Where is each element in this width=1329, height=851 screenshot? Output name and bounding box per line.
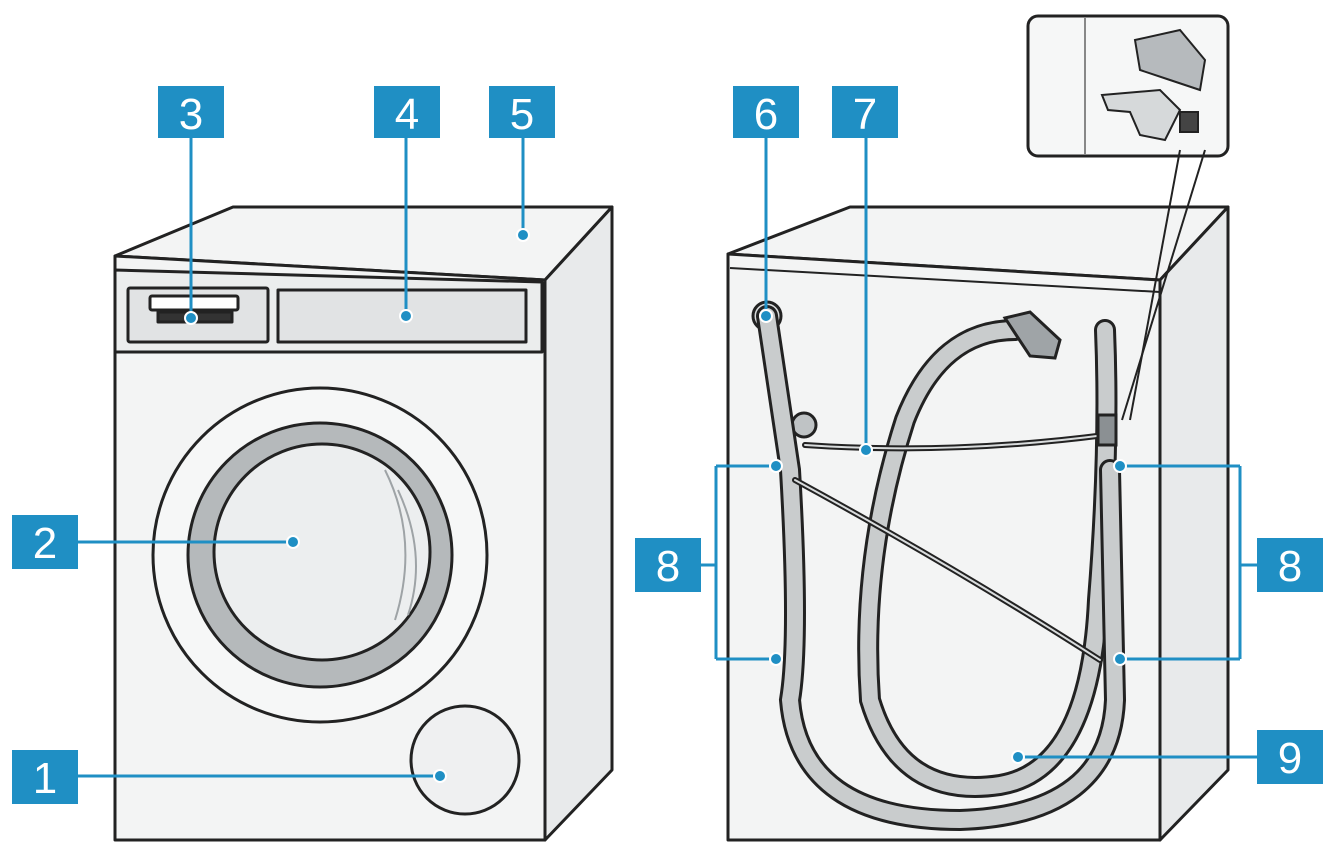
power-cable-diagonal-inner — [794, 479, 1101, 661]
dot-1 — [433, 769, 447, 783]
badge-8-right: 8 — [1257, 538, 1323, 592]
back-face — [726, 252, 1162, 842]
inset-clip — [1100, 88, 1182, 142]
drawer-handle — [148, 294, 240, 312]
leader-8-right — [1120, 464, 1258, 661]
door-glass-reflection — [384, 469, 407, 621]
inset-hose-holder — [1133, 28, 1207, 92]
door-glass-reflection-2 — [397, 489, 417, 616]
dot-5 — [516, 228, 530, 242]
dot-8b — [769, 652, 783, 666]
dot-7 — [859, 443, 873, 457]
service-flap — [409, 704, 521, 816]
badge-9: 9 — [1257, 730, 1323, 784]
dot-8d — [1113, 652, 1127, 666]
dot-9 — [1011, 750, 1025, 764]
badge-1-label: 1 — [33, 754, 57, 803]
leader-8-left — [700, 464, 776, 661]
badge-2-label: 2 — [33, 519, 57, 568]
inset-leader-right — [1121, 149, 1206, 421]
dot-6 — [759, 309, 773, 323]
inset-leader-left — [1129, 149, 1181, 421]
badge-1: 1 — [12, 750, 78, 804]
badge-8-left-label: 8 — [656, 542, 680, 591]
badge-6-label: 6 — [754, 90, 778, 139]
dot-2 — [286, 535, 300, 549]
power-plug — [1096, 413, 1118, 447]
inlet-hose — [759, 308, 1124, 829]
badge-9-label: 9 — [1278, 734, 1302, 783]
back-right-side — [1158, 205, 1230, 842]
front-view-machine — [113, 205, 614, 842]
badge-3-label: 3 — [179, 90, 203, 139]
badge-7-label: 7 — [853, 90, 877, 139]
badge-8-right-label: 8 — [1278, 542, 1302, 591]
callout-lines — [78, 136, 1258, 778]
badge-2: 2 — [12, 515, 78, 569]
back-view-machine — [726, 205, 1230, 842]
badge-6: 6 — [733, 86, 799, 139]
badge-4: 4 — [374, 86, 440, 139]
badge-4-label: 4 — [395, 90, 419, 139]
inset-detail — [1026, 14, 1230, 421]
back-top-edge — [729, 267, 1161, 293]
hoses — [756, 305, 1127, 832]
badge-5-label: 5 — [510, 90, 534, 139]
dot-4 — [399, 309, 413, 323]
power-cable-inner — [804, 434, 1106, 450]
dot-3 — [184, 311, 198, 325]
badge-3: 3 — [158, 86, 224, 139]
callout-dots — [184, 228, 1127, 783]
dot-8c — [1113, 459, 1127, 473]
badge-7: 7 — [832, 86, 898, 139]
door-porthole-glass — [212, 442, 432, 662]
badge-8-left: 8 — [635, 538, 701, 592]
badge-5: 5 — [489, 86, 555, 139]
front-right-side — [543, 205, 614, 842]
drain-hose-elbow — [1002, 310, 1062, 360]
callout-badges: 1 2 3 4 5 6 7 8 — [12, 86, 1323, 804]
dot-8a — [769, 459, 783, 473]
inset-knob — [1179, 111, 1199, 133]
